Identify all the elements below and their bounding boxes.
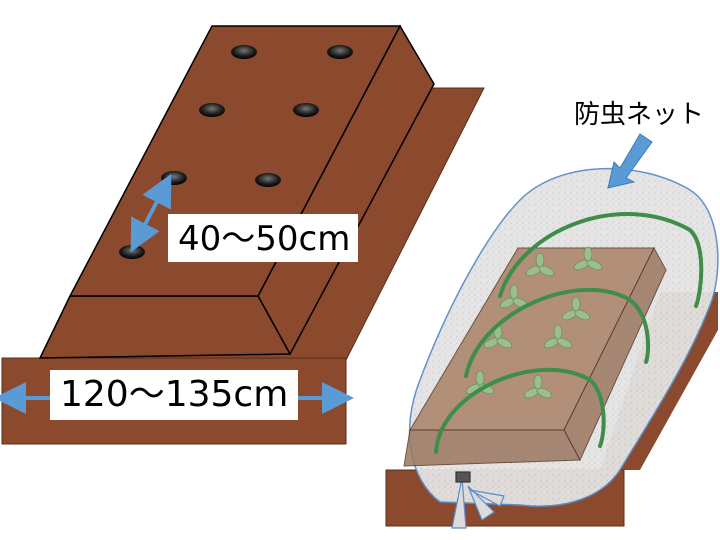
- bed-width-label: 120～135cm: [50, 370, 299, 420]
- plant-spacing-label: 40～50cm: [168, 214, 359, 262]
- right-bed-illustration: [385, 133, 719, 529]
- seed-hole-icon: [161, 171, 187, 185]
- net-tie-icon: [451, 471, 505, 529]
- seed-hole-icon: [255, 173, 281, 187]
- seed-hole-icon: [231, 45, 257, 59]
- seed-hole-icon: [327, 45, 353, 59]
- seedling-icon: [523, 374, 553, 399]
- seedling-icon: [573, 246, 603, 271]
- seed-hole-icon: [293, 103, 319, 117]
- insect-net-label: 防虫ネット: [574, 100, 705, 130]
- seedlings: [465, 246, 603, 399]
- seed-hole-icon: [119, 245, 145, 259]
- net-pointer-arrow: [607, 133, 653, 189]
- seedling-icon: [525, 252, 555, 277]
- bed-front-right: [403, 429, 581, 467]
- seedling-icon: [561, 296, 591, 321]
- spacing-arrow: [130, 173, 172, 253]
- hoop: [434, 367, 606, 454]
- seed-hole-icon: [199, 103, 225, 117]
- hoops: [434, 212, 704, 454]
- bed-front-face: [38, 295, 292, 359]
- hoop: [498, 212, 704, 308]
- hoop: [464, 287, 651, 378]
- seedling-icon: [543, 324, 573, 349]
